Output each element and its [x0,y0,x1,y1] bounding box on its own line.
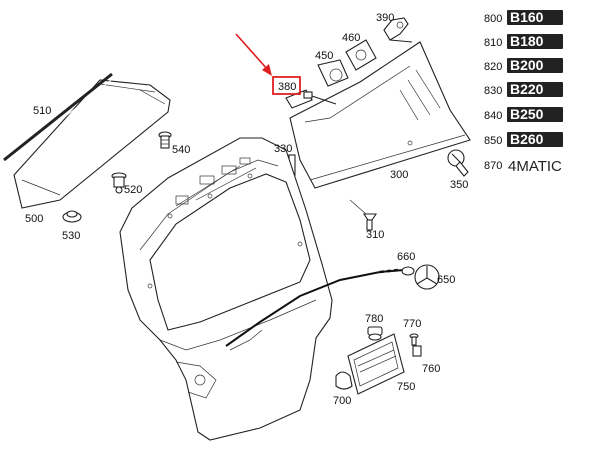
callout-310: 310 [366,229,384,241]
callout-300: 300 [390,169,408,181]
badge-800: B160 [510,9,544,25]
callout-380: 380 [278,81,296,93]
callout-760: 760 [422,363,440,375]
badge-code-870: 870 [484,160,502,172]
wiper-motor-390 [383,17,413,43]
badge-plate-800 [507,10,563,25]
emblem-star-650 [414,264,440,290]
bolt-540 [158,131,172,149]
screw-770 [409,333,419,346]
highlight-arrow [235,33,272,76]
grommet-530 [62,210,82,223]
callout-460: 460 [342,32,360,44]
rear-spoiler [13,79,171,209]
bolt-310 [349,199,378,231]
callout-660: 660 [397,251,415,263]
badge-830: B220 [510,81,544,97]
rear-window-glass [289,41,471,189]
callout-450: 450 [315,50,333,62]
badge-code-850: 850 [484,135,502,147]
badge-840: B250 [510,106,544,122]
nut-760 [412,345,422,357]
highlight-box [272,76,301,95]
callout-650: 650 [437,274,455,286]
badge-plate-850 [507,132,563,147]
callout-770: 770 [403,318,421,330]
badge-code-830: 830 [484,85,502,97]
wrench-350 [447,149,469,177]
badge-code-840: 840 [484,110,502,122]
emblem-clip-660 [401,266,415,276]
callout-700: 700 [333,395,351,407]
cap-700 [335,371,353,390]
callout-390: 390 [376,12,394,24]
spoiler-seal-strip [3,72,116,164]
callout-350: 350 [450,179,468,191]
tailgate-panel [119,137,333,441]
callout-540: 540 [172,144,190,156]
cable-harness [225,268,405,347]
license-lamp-780 [367,326,383,341]
license-plate-holder [347,333,405,395]
gasket-450 [317,59,349,87]
callout-520: 520 [124,184,142,196]
callout-750: 750 [397,381,415,393]
badge-plate-810 [507,34,563,49]
badge-850: B260 [510,131,544,147]
badge-code-800: 800 [484,13,502,25]
callout-530: 530 [62,230,80,242]
callout-500: 500 [25,213,43,225]
badge-810: B180 [510,33,544,49]
badge-870: 4MATIC [508,158,562,175]
callout-780: 780 [365,313,383,325]
callout-330: 330 [274,143,292,155]
badge-plate-820 [507,58,563,73]
badge-list: 800 B160 810 B180 820 B200 830 B220 840 B250 850 B2… [484,9,563,175]
badge-plate-840 [507,107,563,122]
badge-plate-830 [507,82,563,97]
badge-code-820: 820 [484,61,502,73]
badge-820: B200 [510,57,544,73]
callout-510: 510 [33,105,51,117]
clip-520 [111,172,127,194]
gasket-460 [345,39,377,71]
badge-code-810: 810 [484,37,502,49]
